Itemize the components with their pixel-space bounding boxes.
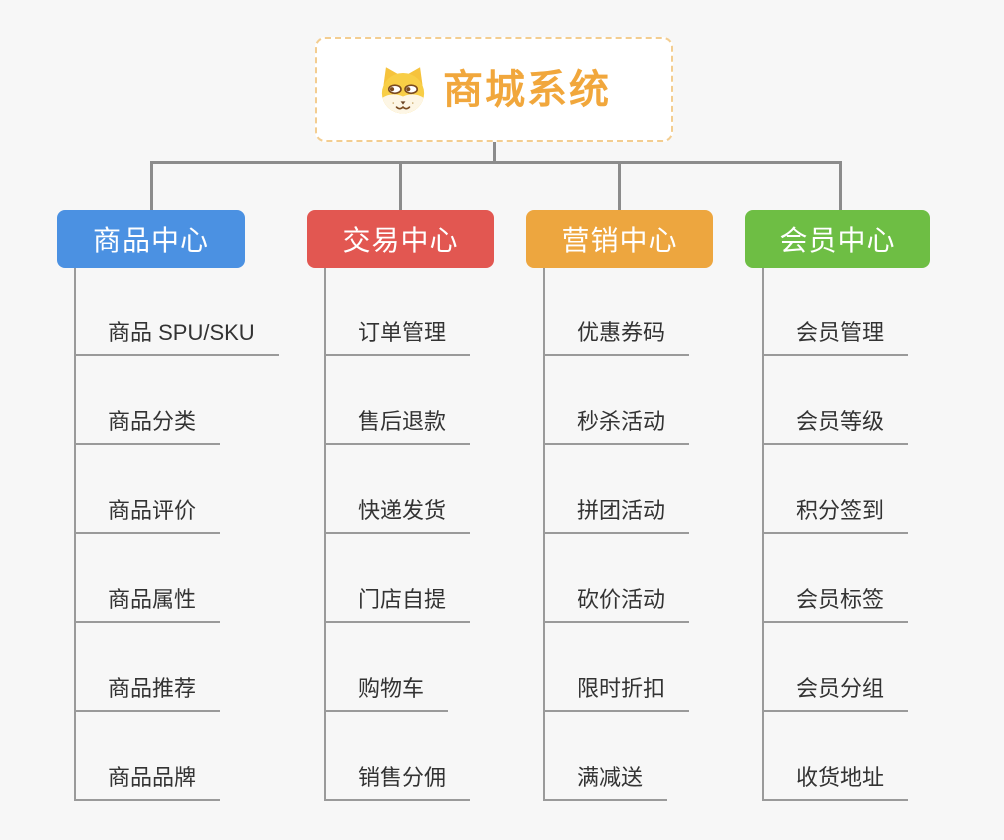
leaf-node[interactable]: 商品评价 [74,498,221,534]
branch-node-member-center[interactable]: 会员中心 [745,210,930,268]
leaf-node[interactable]: 秒杀活动 [543,409,690,445]
leaf-node[interactable]: 销售分佣 [324,765,471,801]
spine-branch-3 [543,268,545,801]
leaf-node[interactable]: 会员等级 [762,409,909,445]
leaf-node[interactable]: 限时折扣 [543,676,690,712]
connector-drop-branch-4 [839,161,842,210]
leaf-node[interactable]: 砍价活动 [543,587,690,623]
leaf-node[interactable]: 满减送 [543,765,668,801]
leaf-node[interactable]: 商品 SPU/SKU [74,320,279,356]
root-node-title: 商城系统 [443,67,611,112]
leaf-node[interactable]: 售后退款 [324,409,471,445]
root-node[interactable]: 商城系统 [315,37,673,142]
leaf-node[interactable]: 商品分类 [74,409,221,445]
leaf-node[interactable]: 收货地址 [762,765,909,801]
leaf-node[interactable]: 购物车 [324,676,449,712]
leaf-node[interactable]: 快递发货 [324,498,471,534]
branch-label: 营销中心 [561,225,678,256]
connector-drop-branch-2 [399,161,402,210]
branch-node-product-center[interactable]: 商品中心 [57,210,245,268]
leaf-node[interactable]: 拼团活动 [543,498,690,534]
leaf-node[interactable]: 会员分组 [762,676,909,712]
leaf-node[interactable]: 商品属性 [74,587,221,623]
leaf-node[interactable]: 积分签到 [762,498,909,534]
connector-drop-branch-3 [618,161,621,210]
branch-label: 会员中心 [779,225,896,256]
leaf-node[interactable]: 商品推荐 [74,676,221,712]
spine-branch-4 [762,268,764,801]
leaf-node[interactable]: 订单管理 [324,320,471,356]
connector-root-stub [493,142,496,164]
branch-node-marketing-center[interactable]: 营销中心 [526,210,713,268]
leaf-node[interactable]: 门店自提 [324,587,471,623]
spine-branch-1 [74,268,76,801]
branch-label: 商品中心 [92,225,209,256]
leaf-node[interactable]: 优惠券码 [543,320,690,356]
shiba-dog-icon [381,66,425,114]
leaf-node[interactable]: 会员标签 [762,587,909,623]
spine-branch-2 [324,268,326,801]
branch-node-trade-center[interactable]: 交易中心 [307,210,494,268]
leaf-node[interactable]: 会员管理 [762,320,909,356]
connector-drop-branch-1 [150,161,153,210]
leaf-node[interactable]: 商品品牌 [74,765,221,801]
branch-label: 交易中心 [342,225,459,256]
connector-horizontal-rail [150,161,842,164]
